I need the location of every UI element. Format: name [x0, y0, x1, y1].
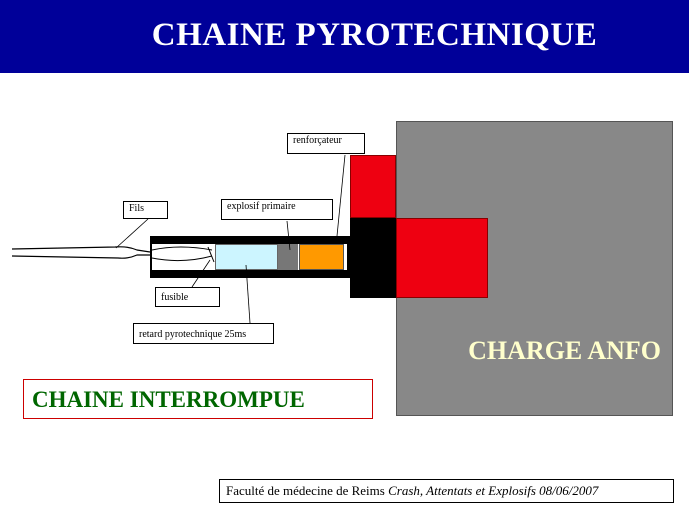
footer-date: 08/06/2007 [535, 483, 599, 498]
booster-black-block [350, 218, 396, 298]
callout-fusible: fusible [155, 287, 220, 307]
callout-fils: Fils [123, 201, 168, 219]
retard-pyrotechnique-zone [215, 244, 278, 270]
callout-retard: retard pyrotechnique 25ms [133, 323, 274, 344]
explosif-primaire-zone [299, 244, 344, 270]
gray-separator [278, 244, 298, 270]
page-title: CHAINE PYROTECHNIQUE [151, 17, 598, 53]
booster-red-inner [396, 218, 488, 298]
title-banner: CHAINE PYROTECHNIQUE [0, 0, 689, 73]
callout-renforcateur: renforçateur [287, 133, 365, 154]
charge-anfo-label: CHARGE ANFO [468, 336, 661, 365]
footer-course: Crash, Attentats et Explosifs [388, 483, 536, 498]
callout-explosif-primaire: explosif primaire [221, 199, 333, 220]
chaine-status-box: CHAINE INTERROMPUE [23, 379, 373, 419]
footer-institution: Faculté de médecine de Reims [226, 483, 389, 498]
booster-red-top [350, 155, 396, 218]
footer-credit: Faculté de médecine de Reims Crash, Atte… [219, 479, 674, 503]
